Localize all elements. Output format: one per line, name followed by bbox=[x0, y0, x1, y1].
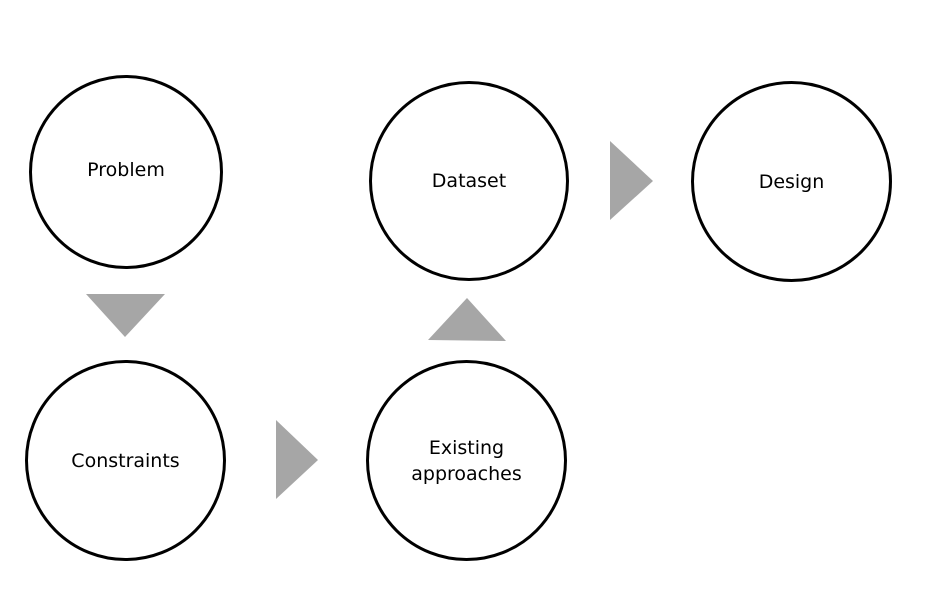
arrow-existing-to-dataset-icon bbox=[428, 298, 506, 341]
arrow-problem-to-constraints-icon bbox=[86, 294, 165, 337]
node-design: Design bbox=[691, 81, 892, 282]
node-existing-approaches-label: Existing approaches bbox=[411, 436, 522, 485]
node-dataset: Dataset bbox=[369, 81, 569, 281]
node-problem: Problem bbox=[29, 75, 223, 269]
node-dataset-label: Dataset bbox=[431, 170, 507, 192]
arrow-constraints-to-existing-icon bbox=[276, 420, 318, 499]
node-constraints: Constraints bbox=[25, 360, 226, 561]
node-constraints-label: Constraints bbox=[71, 449, 180, 472]
node-existing-approaches: Existing approaches bbox=[366, 360, 567, 561]
node-design-label: Design bbox=[758, 170, 825, 193]
node-problem-label: Problem bbox=[87, 159, 165, 181]
arrow-dataset-to-design-icon bbox=[610, 141, 653, 220]
